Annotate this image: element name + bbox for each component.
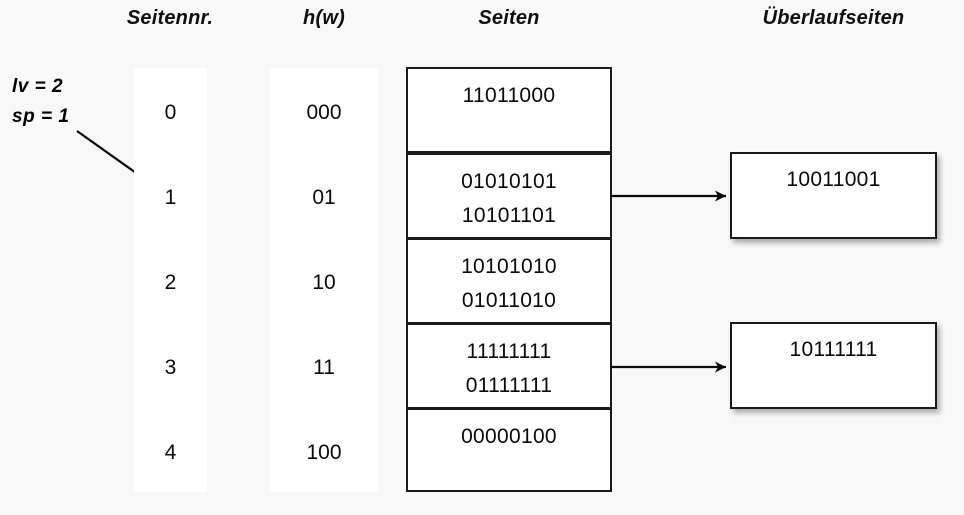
page-box-1: 01010101 10101101	[406, 153, 612, 239]
cell-seitennr-2: 2	[164, 271, 177, 294]
column-header-seiten: Seiten	[478, 7, 540, 29]
page-box-0: 11011000	[406, 67, 612, 153]
column-header-hw: h(w)	[303, 7, 345, 29]
param-lv: lv = 2	[12, 76, 64, 97]
overflow-page-box-0: 10011001	[730, 152, 937, 239]
page-4-line-0: 00000100	[461, 425, 557, 448]
cell-seitennr-0: 0	[164, 101, 177, 124]
param-sp: sp = 1	[12, 106, 70, 127]
column-hw: 000 01 10 11 100	[270, 68, 378, 492]
cell-seitennr-3: 3	[164, 356, 177, 379]
cell-seitennr-1: 1	[164, 186, 177, 209]
cell-hw-4: 100	[306, 441, 342, 464]
page-3-line-1: 01111111	[465, 374, 553, 397]
page-box-2: 10101010 01011010	[406, 238, 612, 324]
overflow-1-line-0: 10111111	[789, 338, 878, 361]
overflow-page-box-1: 10111111	[730, 322, 937, 409]
overflow-0-line-0: 10011001	[786, 168, 881, 191]
page-1-line-1: 10101101	[461, 204, 557, 227]
page-box-3: 11111111 01111111	[406, 323, 612, 409]
column-seitennr: 0 1 2 3 4	[134, 68, 207, 492]
overflow-connector-arrow-icon-1	[610, 361, 726, 373]
pages-stack: 11011000 01010101 10101101 10101010 0101…	[406, 67, 612, 492]
page-2-line-0: 10101010	[461, 255, 557, 278]
cell-hw-0: 000	[306, 101, 342, 124]
cell-hw-2: 10	[312, 271, 336, 294]
page-2-line-1: 01011010	[461, 289, 557, 312]
overflow-connector-arrow-icon-0	[610, 190, 726, 202]
column-header-seitennr: Seitennr.	[126, 7, 214, 29]
page-1-line-0: 01010101	[461, 170, 557, 193]
parameter-annotation: lv = 2 sp = 1	[12, 72, 69, 132]
cell-hw-1: 01	[312, 186, 336, 209]
page-0-line-0: 11011000	[462, 84, 556, 107]
column-header-ueberlaufseiten: Überlaufseiten	[762, 7, 905, 29]
cell-seitennr-4: 4	[164, 441, 177, 464]
page-3-line-0: 11111111	[466, 340, 552, 363]
cell-hw-3: 11	[313, 356, 335, 379]
page-box-4: 00000100	[406, 408, 612, 492]
